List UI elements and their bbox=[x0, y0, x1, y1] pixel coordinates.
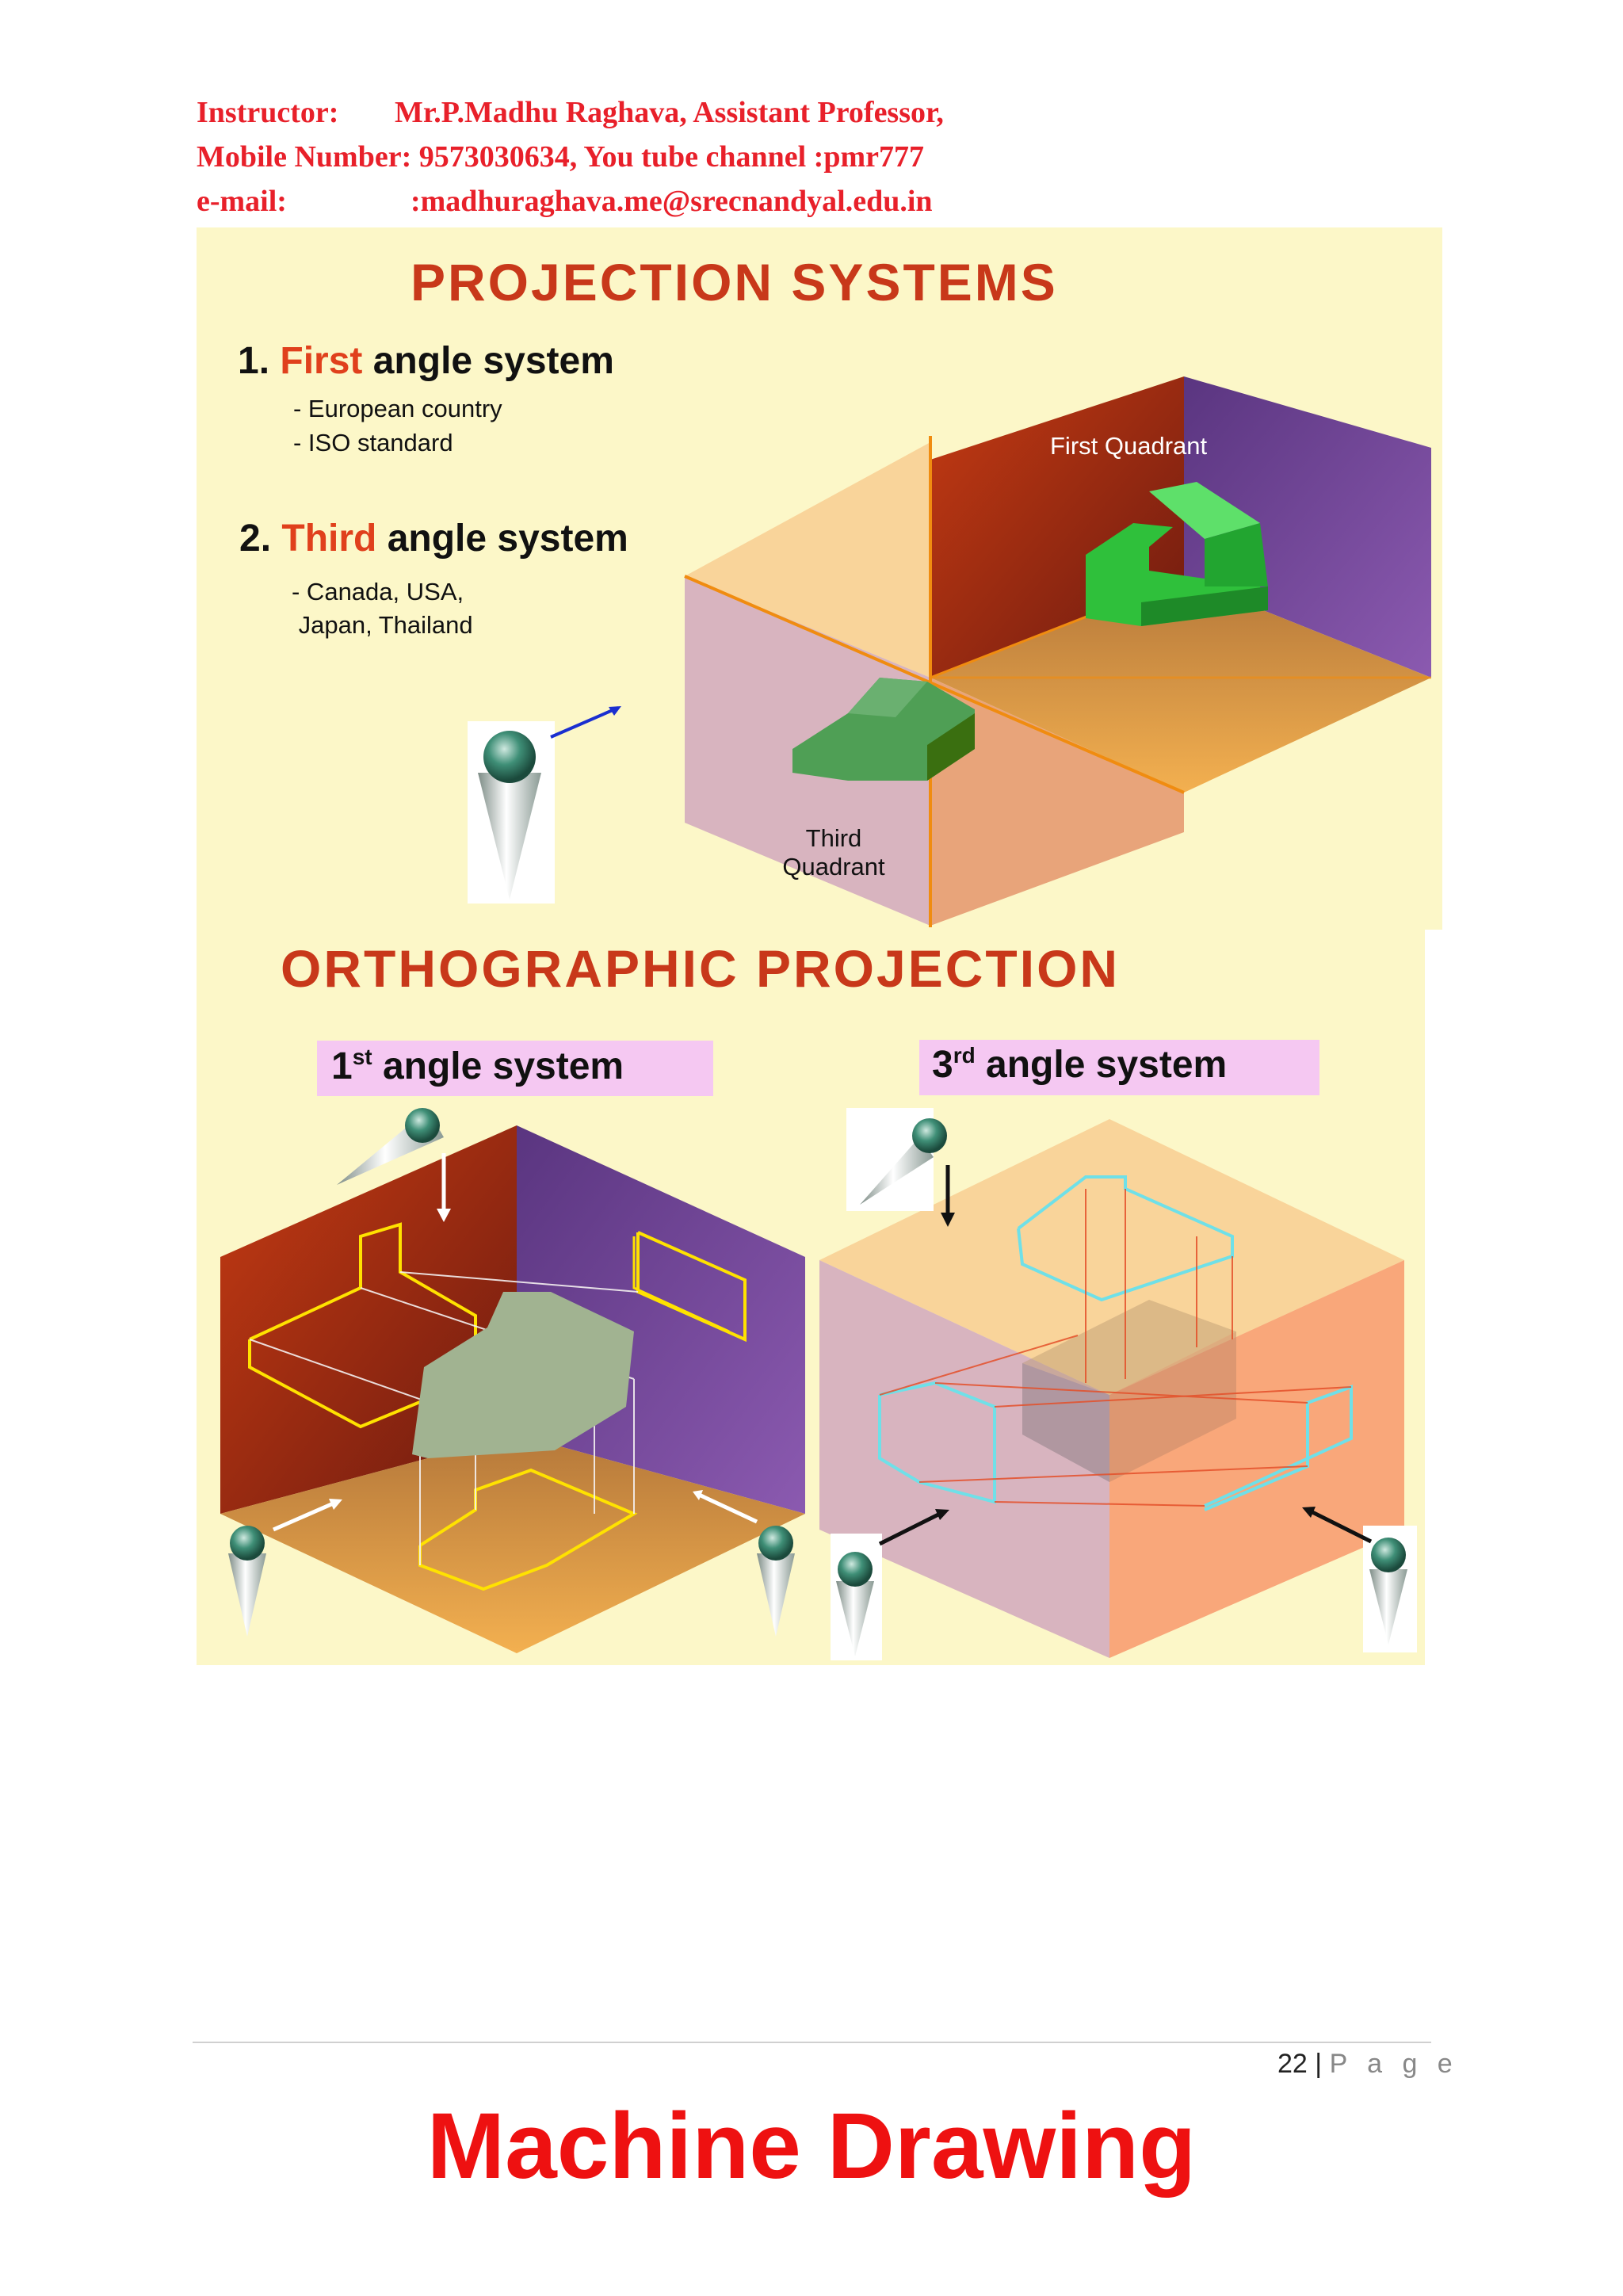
object-shape bbox=[412, 1292, 634, 1458]
chip3-rest: angle system bbox=[975, 1044, 1228, 1086]
upper-back-plane bbox=[685, 442, 930, 678]
viewer-right-1st bbox=[693, 1490, 795, 1637]
chip3-num: 3 bbox=[932, 1044, 953, 1086]
third-bullet-1: - Canada, USA, bbox=[292, 578, 464, 606]
third-angle-chip bbox=[919, 1040, 1319, 1095]
first-angle-heading: 1. First angle system bbox=[238, 339, 614, 383]
third-angle-illustration bbox=[819, 1108, 1417, 1660]
chip1-num: 1 bbox=[331, 1045, 353, 1087]
first-accent: First bbox=[280, 340, 363, 382]
footer-rule bbox=[193, 2042, 1431, 2043]
viewer-top-3rd bbox=[846, 1108, 955, 1227]
viewer-left-3rd bbox=[831, 1509, 949, 1660]
projection-systems-title: PROJECTION SYSTEMS bbox=[411, 253, 1058, 311]
email-label: e-mail: bbox=[197, 185, 287, 218]
chip1-sup: st bbox=[352, 1045, 372, 1069]
first-rest: angle system bbox=[372, 340, 614, 382]
page-label: P a g e bbox=[1329, 2049, 1459, 2079]
page-number: 22 | P a g e bbox=[1277, 2049, 1459, 2080]
hp-floor bbox=[930, 579, 1431, 793]
first-angle-chip-text: 1st angle system bbox=[331, 1045, 624, 1088]
viewer-figure-top bbox=[468, 706, 621, 904]
viewer-top-1st bbox=[337, 1108, 451, 1222]
instructor-line: Instructor: Mr.P.Madhu Raghava, Assistant… bbox=[197, 95, 944, 130]
third-accent: Third bbox=[281, 518, 377, 560]
instructor-value: Mr.P.Madhu Raghava, Assistant Professor, bbox=[395, 96, 944, 129]
third-angle-chip-text: 3rd angle system bbox=[932, 1043, 1227, 1087]
first-angle-chip bbox=[317, 1041, 713, 1096]
third-rest: angle system bbox=[387, 518, 628, 560]
first-quadrant-label: First Quadrant bbox=[1050, 432, 1208, 460]
chip1-rest: angle system bbox=[372, 1045, 624, 1087]
first-angle-illustration bbox=[220, 1108, 805, 1653]
first-bullet-1: - European country bbox=[293, 395, 502, 422]
page-number-value: 22 bbox=[1277, 2049, 1308, 2079]
instructor-label: Instructor: bbox=[197, 96, 339, 129]
mobile-line: Mobile Number: 9573030634, You tube chan… bbox=[197, 140, 924, 174]
third-angle-heading: 2. Third angle system bbox=[239, 517, 628, 560]
chip3-sup: rd bbox=[953, 1043, 976, 1068]
viewer-left-1st bbox=[228, 1499, 342, 1637]
first-bullet-2: - ISO standard bbox=[293, 429, 453, 457]
quadrant-diagram bbox=[684, 376, 1431, 927]
viewer-right-3rd bbox=[1302, 1507, 1417, 1652]
third-bullet-2: Japan, Thailand bbox=[292, 611, 473, 639]
footer-title: Machine Drawing bbox=[426, 2094, 1197, 2199]
orthographic-title: ORTHOGRAPHIC PROJECTION bbox=[281, 939, 1121, 998]
third-quadrant-label-1: Third bbox=[805, 824, 862, 852]
email-line: e-mail: :madhuraghava.me@srecnandyal.edu.… bbox=[197, 184, 933, 219]
third-quadrant-label-2: Quadrant bbox=[782, 853, 885, 881]
page-separator: | bbox=[1315, 2049, 1323, 2079]
first-number: 1. bbox=[238, 340, 270, 382]
green-block-first bbox=[1086, 482, 1268, 626]
third-number: 2. bbox=[239, 518, 272, 560]
email-value: :madhuraghava.me@srecnandyal.edu.in bbox=[411, 185, 933, 218]
lower-front-plane bbox=[930, 678, 1184, 926]
green-block-third bbox=[792, 678, 975, 781]
